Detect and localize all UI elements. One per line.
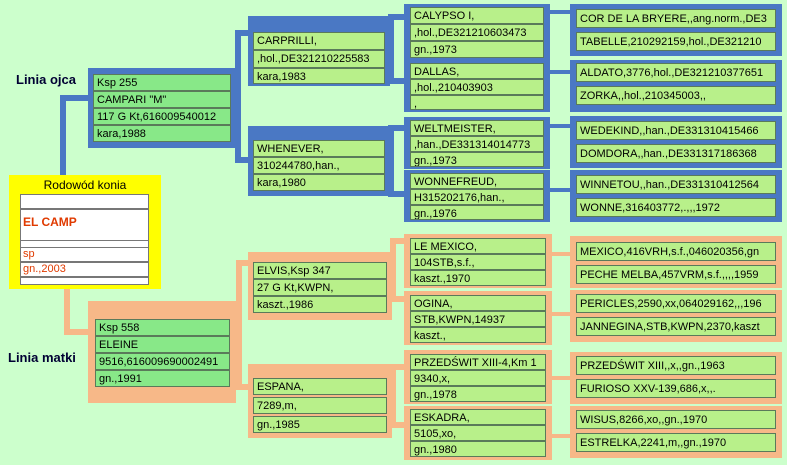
connector-line bbox=[550, 252, 572, 256]
great-grandparent-field[interactable]: WONNEFREUD, bbox=[410, 173, 544, 189]
grandparent-field[interactable]: kara,1983 bbox=[253, 68, 385, 84]
connector-line bbox=[236, 384, 252, 390]
great-grandparent-field[interactable]: CALYPSO I, bbox=[410, 7, 544, 24]
great-grandparent-field[interactable]: gn.,1976 bbox=[410, 205, 544, 220]
grandparent-field[interactable]: kara,1980 bbox=[253, 174, 385, 191]
connector-line bbox=[550, 434, 572, 438]
grandparent-field[interactable]: 7289,m, bbox=[253, 397, 387, 414]
grandparent-field[interactable]: ESPANA, bbox=[253, 378, 387, 395]
dam-field[interactable]: Ksp 558 bbox=[95, 319, 230, 336]
ancestor-field[interactable]: ZORKA,,hol.,210345003,, bbox=[576, 86, 776, 105]
great-grandparent-field[interactable]: ,han.,DE331314014773 bbox=[410, 136, 544, 152]
great-grandparent-field[interactable]: ,hol.,210403903 bbox=[410, 79, 544, 95]
grandparent-field[interactable]: kaszt.,1986 bbox=[253, 296, 387, 313]
horse-birth: gn.,2003 bbox=[20, 262, 149, 277]
connector-line bbox=[64, 289, 70, 335]
great-grandparent-field[interactable]: ESKADRA, bbox=[410, 409, 546, 425]
great-grandparent-field[interactable]: 5105,xo, bbox=[410, 425, 546, 441]
grandparent-field[interactable]: ,hol.,DE321210225583 bbox=[253, 50, 385, 68]
ancestor-field[interactable]: TABELLE,210292159,hol.,DE321210 bbox=[576, 32, 776, 51]
sire-field[interactable]: 117 G Kt,616009540012 bbox=[93, 108, 231, 125]
connector-line bbox=[390, 364, 396, 428]
connector-line bbox=[388, 78, 408, 84]
great-grandparent-field[interactable]: OGINA, bbox=[410, 295, 546, 311]
connector-line bbox=[388, 14, 408, 20]
sire-name[interactable]: CAMPARI "M" bbox=[93, 91, 231, 108]
maternal-line-label: Linia matki bbox=[6, 350, 78, 365]
connector-line bbox=[236, 260, 252, 266]
grandparent-field[interactable]: ELVIS,Ksp 347 bbox=[253, 262, 387, 279]
dam-field[interactable]: 9516,616009690002491 bbox=[95, 353, 230, 370]
ancestor-field[interactable]: COR DE LA BRYERE,,ang.norm.,DE3 bbox=[576, 9, 776, 28]
connector-line bbox=[390, 238, 396, 302]
great-grandparent-field[interactable]: gn.,1973 bbox=[410, 152, 544, 167]
connector-line bbox=[235, 30, 253, 36]
grandparent-field[interactable]: 27 G Kt,KWPN, bbox=[253, 279, 387, 296]
ancestor-field[interactable]: PRZEDŚWIT XIII,,x,,gn.,1963 bbox=[576, 356, 776, 375]
connector-line bbox=[388, 125, 394, 197]
connector-line bbox=[388, 14, 394, 84]
connector-line bbox=[548, 10, 572, 14]
connector-line bbox=[60, 95, 92, 101]
connector-line bbox=[390, 422, 408, 428]
connector-line bbox=[548, 188, 572, 192]
great-grandparent-field[interactable]: PRZEDŚWIT XIII-4,Km 1 bbox=[410, 354, 546, 370]
grandparent-field[interactable]: CARPRILLI, bbox=[253, 32, 385, 50]
great-grandparent-field[interactable]: LE MEXICO, bbox=[410, 238, 546, 254]
ancestor-field[interactable]: MEXICO,416VRH,s.f.,046020356,gn bbox=[576, 242, 776, 261]
connector-line bbox=[548, 70, 572, 74]
ancestor-field[interactable]: PERICLES,2590,xx,064029162,,,196 bbox=[576, 294, 776, 313]
grandparent-field[interactable]: gn.,1985 bbox=[253, 416, 387, 433]
connector-line bbox=[550, 376, 572, 380]
card-row bbox=[20, 277, 149, 285]
ancestor-field[interactable]: PECHE MELBA,457VRM,s.f.,,,,1959 bbox=[576, 265, 776, 284]
great-grandparent-field[interactable]: kaszt., bbox=[410, 327, 546, 343]
connector-line bbox=[235, 157, 253, 163]
ancestor-field[interactable]: WEDEKIND,,han.,DE331310415466 bbox=[576, 121, 776, 140]
card-row bbox=[20, 194, 149, 209]
horse-sex: sp bbox=[20, 247, 149, 262]
connector-line bbox=[548, 124, 572, 128]
connector-line bbox=[550, 312, 572, 316]
card-title: Rodowód konia bbox=[43, 178, 127, 192]
connector-line bbox=[390, 238, 408, 244]
horse-card: Rodowód konia EL CAMP sp gn.,2003 bbox=[9, 175, 161, 289]
sire-field[interactable]: Ksp 255 bbox=[93, 74, 231, 91]
connector-line bbox=[236, 260, 242, 390]
sire-field[interactable]: kara,1988 bbox=[93, 125, 231, 142]
great-grandparent-field[interactable]: gn.,1980 bbox=[410, 441, 546, 457]
great-grandparent-field[interactable]: , bbox=[410, 95, 544, 110]
grandparent-field[interactable]: WHENEVER, bbox=[253, 140, 385, 157]
horse-name[interactable]: EL CAMP bbox=[20, 209, 149, 241]
great-grandparent-field[interactable]: 9340,x, bbox=[410, 370, 546, 386]
connector-line bbox=[388, 125, 408, 131]
ancestor-field[interactable]: JANNEGINA,STB,KWPN,2370,kaszt bbox=[576, 317, 776, 336]
great-grandparent-field[interactable]: 104STB,s.f., bbox=[410, 254, 546, 270]
ancestor-field[interactable]: DOMDORA,,han.,DE331317186368 bbox=[576, 144, 776, 163]
great-grandparent-field[interactable]: gn.,1978 bbox=[410, 386, 546, 402]
dam-name[interactable]: ELEINE bbox=[95, 336, 230, 353]
grandparent-field[interactable]: 310244780,han., bbox=[253, 157, 385, 174]
paternal-line-label: Linia ojca bbox=[14, 72, 78, 87]
ancestor-field[interactable]: FURIOSO XXV-139,686,x,,. bbox=[576, 379, 776, 398]
ancestor-field[interactable]: WINNETOU,,han.,DE331310412564 bbox=[576, 175, 776, 194]
great-grandparent-field[interactable]: WELTMEISTER, bbox=[410, 120, 544, 136]
ancestor-field[interactable]: ALDATO,3776,hol.,DE321210377651 bbox=[576, 63, 776, 82]
connector-line bbox=[390, 296, 408, 302]
connector-line bbox=[235, 30, 241, 163]
great-grandparent-field[interactable]: gn.,1973 bbox=[410, 41, 544, 58]
ancestor-field[interactable]: ESTRELKA,2241,m,,gn.,1970 bbox=[576, 433, 776, 452]
connector-line bbox=[388, 191, 408, 197]
connector-line bbox=[390, 364, 408, 370]
great-grandparent-field[interactable]: STB,KWPN,14937 bbox=[410, 311, 546, 327]
great-grandparent-field[interactable]: kaszt.,1970 bbox=[410, 270, 546, 286]
dam-field[interactable]: gn.,1991 bbox=[95, 370, 230, 387]
great-grandparent-field[interactable]: DALLAS, bbox=[410, 63, 544, 79]
ancestor-field[interactable]: WONNE,316403772,.,,,1972 bbox=[576, 198, 776, 217]
connector-line bbox=[64, 329, 92, 335]
connector-line bbox=[60, 95, 66, 177]
ancestor-field[interactable]: WISUS,8266,xo,,gn.,1970 bbox=[576, 410, 776, 429]
great-grandparent-field[interactable]: ,hol.,DE321210603473 bbox=[410, 24, 544, 41]
great-grandparent-field[interactable]: H315202176,han., bbox=[410, 189, 544, 205]
